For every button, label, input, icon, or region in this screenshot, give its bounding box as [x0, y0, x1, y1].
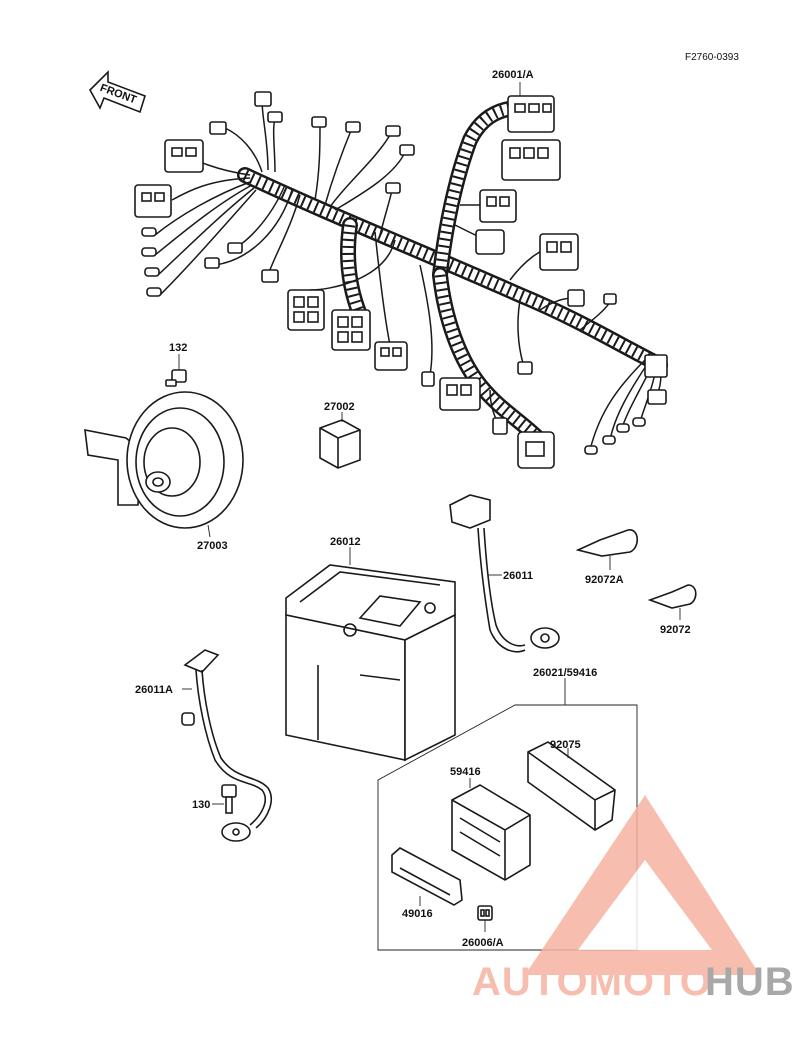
band: 92072 — [647, 584, 697, 636]
watermark-auto: AUTOMOTO — [472, 960, 712, 1004]
cable-negative: 26011A — [135, 649, 272, 842]
bracket: 49016 — [391, 847, 463, 920]
label-horn: 27003 — [197, 540, 228, 552]
label-harness: 26001/A — [492, 69, 534, 81]
watermark-logo: AUTOMOTO HUB — [472, 795, 795, 1004]
main-harness: 26001/A — [134, 69, 668, 469]
label-junction-box-kit: 26021/59416 — [533, 667, 597, 679]
battery: 26012 — [285, 536, 456, 762]
label-cable-negative: 26011A — [135, 684, 173, 696]
rubber-cover: 92075 — [527, 739, 616, 831]
label-band: 92072 — [660, 624, 691, 636]
label-band-a: 92072A — [585, 574, 624, 586]
horn: 27003 — [84, 391, 244, 552]
watermark-hub: HUB — [705, 960, 795, 1004]
bolt-130: 130 — [192, 784, 237, 814]
label-fuse: 26006/A — [462, 937, 504, 949]
label-bolt-130: 130 — [192, 799, 210, 811]
label-relay: 27002 — [324, 401, 355, 413]
label-battery: 26012 — [330, 536, 361, 548]
band-a: 92072A — [575, 529, 639, 586]
label-rubber-cover: 92075 — [550, 739, 581, 751]
label-bolt-132: 132 — [169, 342, 187, 354]
relay: 27002 — [319, 401, 361, 469]
front-arrow-icon: FRONT — [89, 70, 146, 114]
figure-code: F2760-0393 — [685, 52, 739, 63]
junction-box: 59416 — [450, 766, 531, 881]
bolt-132: 132 — [165, 342, 187, 387]
cable-positive: 26011 — [449, 494, 560, 653]
label-bracket: 49016 — [402, 908, 433, 920]
fuse: 26006/A — [462, 905, 504, 949]
label-junction-box: 59416 — [450, 766, 481, 778]
label-cable-positive: 26011 — [503, 570, 533, 582]
